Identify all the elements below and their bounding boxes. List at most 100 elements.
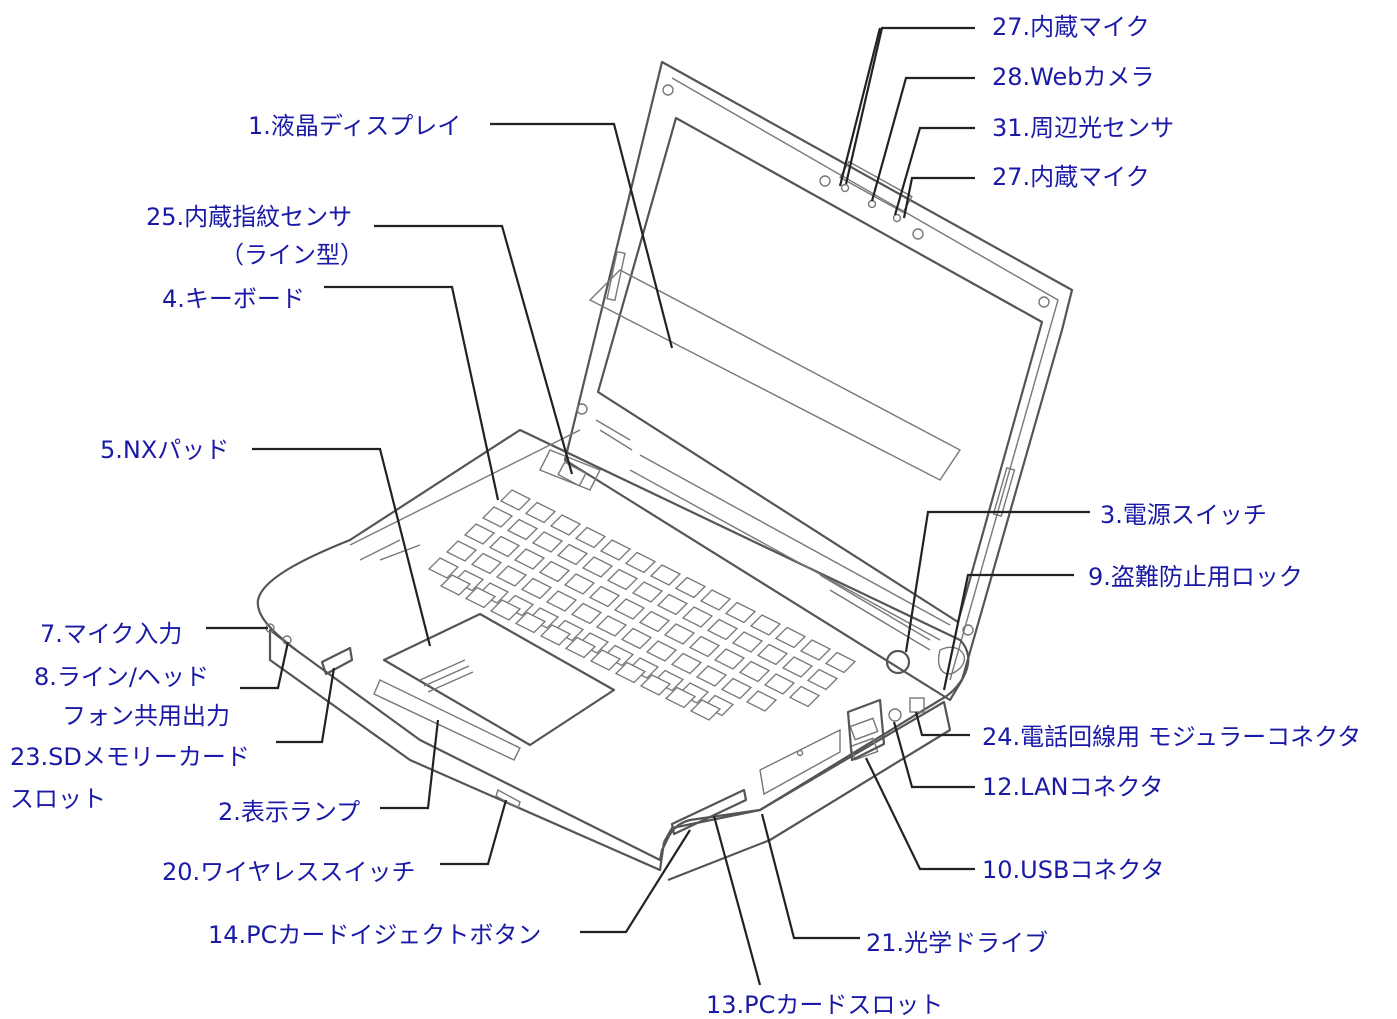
display-lid [563,60,1074,702]
key [656,593,689,616]
pc-card-slot [670,788,748,836]
label-sd-slot[interactable]: 23.SDメモリーカード [10,743,250,771]
keyboard-keys [427,489,857,721]
label-lan[interactable]: 12.LANコネクタ [982,773,1164,801]
key [689,699,722,721]
key [806,668,839,691]
key [788,685,821,708]
key [639,674,672,696]
key [481,506,514,528]
label-ambient-sensor[interactable]: 31.周辺光センサ [992,114,1175,142]
label-usb[interactable]: 10.USBコネクタ [982,856,1165,884]
key [595,615,628,637]
key [706,618,739,641]
key [563,573,596,595]
label-pc-slot[interactable]: 13.PCカードスロット [706,991,944,1019]
sd-slot [320,646,354,676]
key [463,523,496,545]
label-wireless-switch[interactable]: 20.ワイヤレススイッチ [162,858,416,886]
label-fingerprint[interactable]: 25.内蔵指紋センサ [146,203,353,231]
key [470,552,503,575]
key [638,610,671,633]
key [614,661,647,684]
label-keyboard[interactable]: 4.キーボード [162,285,305,313]
optical-drive [759,728,841,796]
key [756,643,789,666]
key [499,489,532,511]
key [445,540,478,562]
key [439,574,472,596]
key [774,626,807,649]
key [520,577,553,600]
label-power-switch[interactable]: 3.電源スイッチ [1100,501,1267,529]
key [549,514,582,536]
label-lcd[interactable]: 1.液晶ディスプレイ [248,112,462,140]
key [738,660,771,683]
key [664,686,697,709]
key [489,599,522,621]
key [781,656,814,678]
label-indicator[interactable]: 2.表示ランプ [218,798,361,826]
key [720,677,753,700]
usb-ports [846,698,886,762]
key [588,585,621,608]
leader-lines [206,26,1090,986]
key [613,598,646,620]
key [649,564,682,586]
key [645,640,678,662]
label-optical[interactable]: 21.光学ドライブ [866,929,1049,957]
key [513,548,546,570]
key [570,602,603,625]
key [514,611,547,634]
label-fingerprint-sub[interactable]: （ライン型） [220,241,364,269]
key [731,631,764,653]
key [695,665,728,687]
key [763,673,796,695]
key [539,624,572,646]
key [745,690,778,712]
label-line-out[interactable]: 8.ライン/ヘッド [34,663,209,691]
key [620,627,653,650]
lan-port [888,708,902,722]
key [681,606,714,628]
label-security-lock[interactable]: 9.盗難防止用ロック [1088,563,1303,591]
key [581,556,614,578]
key [545,590,578,612]
label-pc-eject[interactable]: 14.PCカードイジェクトボタン [208,921,542,949]
key [564,636,597,659]
key [589,649,622,671]
key [670,652,703,675]
power-button [885,649,911,675]
label-phone-jack[interactable]: 24.電話回線用 モジュラーコネクタ [982,723,1362,751]
label-nxpad[interactable]: 5.NXパッド [100,436,230,464]
key [488,535,521,558]
key [524,501,557,524]
key [574,526,607,549]
key [599,539,632,561]
key [724,601,757,624]
key [624,551,657,574]
key [749,614,782,636]
label-webcam[interactable]: 28.Webカメラ [992,63,1155,91]
key [674,576,707,599]
label-line-out-sub[interactable]: フォン共用出力 [62,702,230,730]
key [538,560,571,583]
key [506,518,539,541]
key [531,531,564,553]
key [699,589,732,611]
label-mic-top-2[interactable]: 27.内蔵マイク [992,163,1150,191]
key [631,581,664,603]
label-mic-in[interactable]: 7.マイク入力 [40,620,183,648]
label-sd-slot-sub[interactable]: スロット [10,785,106,813]
fingerprint-sensor [557,461,587,487]
key [799,639,832,661]
label-mic-top-1[interactable]: 27.内蔵マイク [992,13,1150,41]
key [495,565,528,587]
key [606,568,639,591]
key [824,651,857,674]
key [464,586,497,609]
touchpad [382,612,616,747]
key [663,623,696,645]
